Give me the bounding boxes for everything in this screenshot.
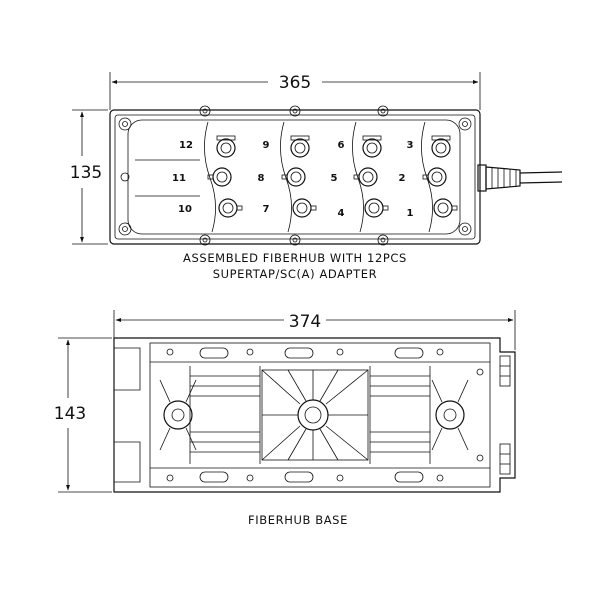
- lid-outline: [127, 119, 461, 235]
- adapter: [218, 198, 243, 218]
- port-number: 2: [399, 173, 406, 184]
- port-number: 4: [338, 208, 345, 219]
- adapter: [207, 167, 232, 187]
- adapter: [353, 167, 378, 187]
- adapter: [422, 167, 447, 187]
- adapter-array: [207, 135, 458, 218]
- base-rails: [150, 347, 490, 483]
- base-height-label: 143: [54, 404, 86, 424]
- top-height-label: 135: [70, 163, 102, 183]
- port-number: 5: [331, 173, 338, 184]
- top-caption-line2: SUPERTAP/SC(A) ADAPTER: [213, 267, 378, 281]
- adapter: [216, 135, 236, 158]
- base-height-dimension: 143: [54, 337, 112, 493]
- corner-screws: [118, 117, 472, 236]
- port-number: 9: [263, 140, 270, 151]
- adapter: [364, 198, 389, 218]
- right-end-tabs: [476, 355, 511, 475]
- adapter: [362, 135, 382, 158]
- edge-screws: [199, 105, 389, 246]
- fiber-cable: [519, 171, 563, 174]
- base-caption: FIBERHUB BASE: [248, 513, 348, 527]
- port-number: 1: [407, 208, 414, 219]
- top-width-dimension: 365: [109, 72, 481, 110]
- port-numbers: 12 9 6 3 11 8 5 2 10 7 4 1: [172, 140, 413, 219]
- base-outline: [113, 337, 516, 493]
- port-number: 7: [263, 204, 270, 215]
- assembled-fiberhub-view: 365 135: [70, 72, 563, 281]
- port-number: 10: [178, 204, 192, 215]
- panel-dividers: [135, 121, 433, 233]
- adapter: [290, 135, 310, 158]
- top-height-dimension: 135: [70, 109, 108, 245]
- adapter: [292, 198, 317, 218]
- adapter: [281, 167, 306, 187]
- port-number: 8: [258, 173, 265, 184]
- port-number: 6: [338, 140, 345, 151]
- adapter: [433, 198, 458, 218]
- port-number: 11: [172, 173, 186, 184]
- port-number: 12: [179, 140, 193, 151]
- center-hub: [261, 369, 369, 461]
- housing-outline: [109, 109, 481, 245]
- top-width-label: 365: [279, 73, 311, 93]
- fiber-trays: [189, 366, 431, 464]
- top-caption-line1: ASSEMBLED FIBERHUB WITH 12PCS: [183, 251, 407, 265]
- base-width-dimension: 374: [113, 310, 516, 350]
- port-number: 3: [407, 140, 414, 151]
- base-width-label: 374: [289, 312, 321, 332]
- adapter: [431, 135, 451, 158]
- fiberhub-base-view: 374 143: [54, 310, 516, 527]
- side-bosses: [159, 379, 469, 451]
- cable-gland: [477, 164, 563, 192]
